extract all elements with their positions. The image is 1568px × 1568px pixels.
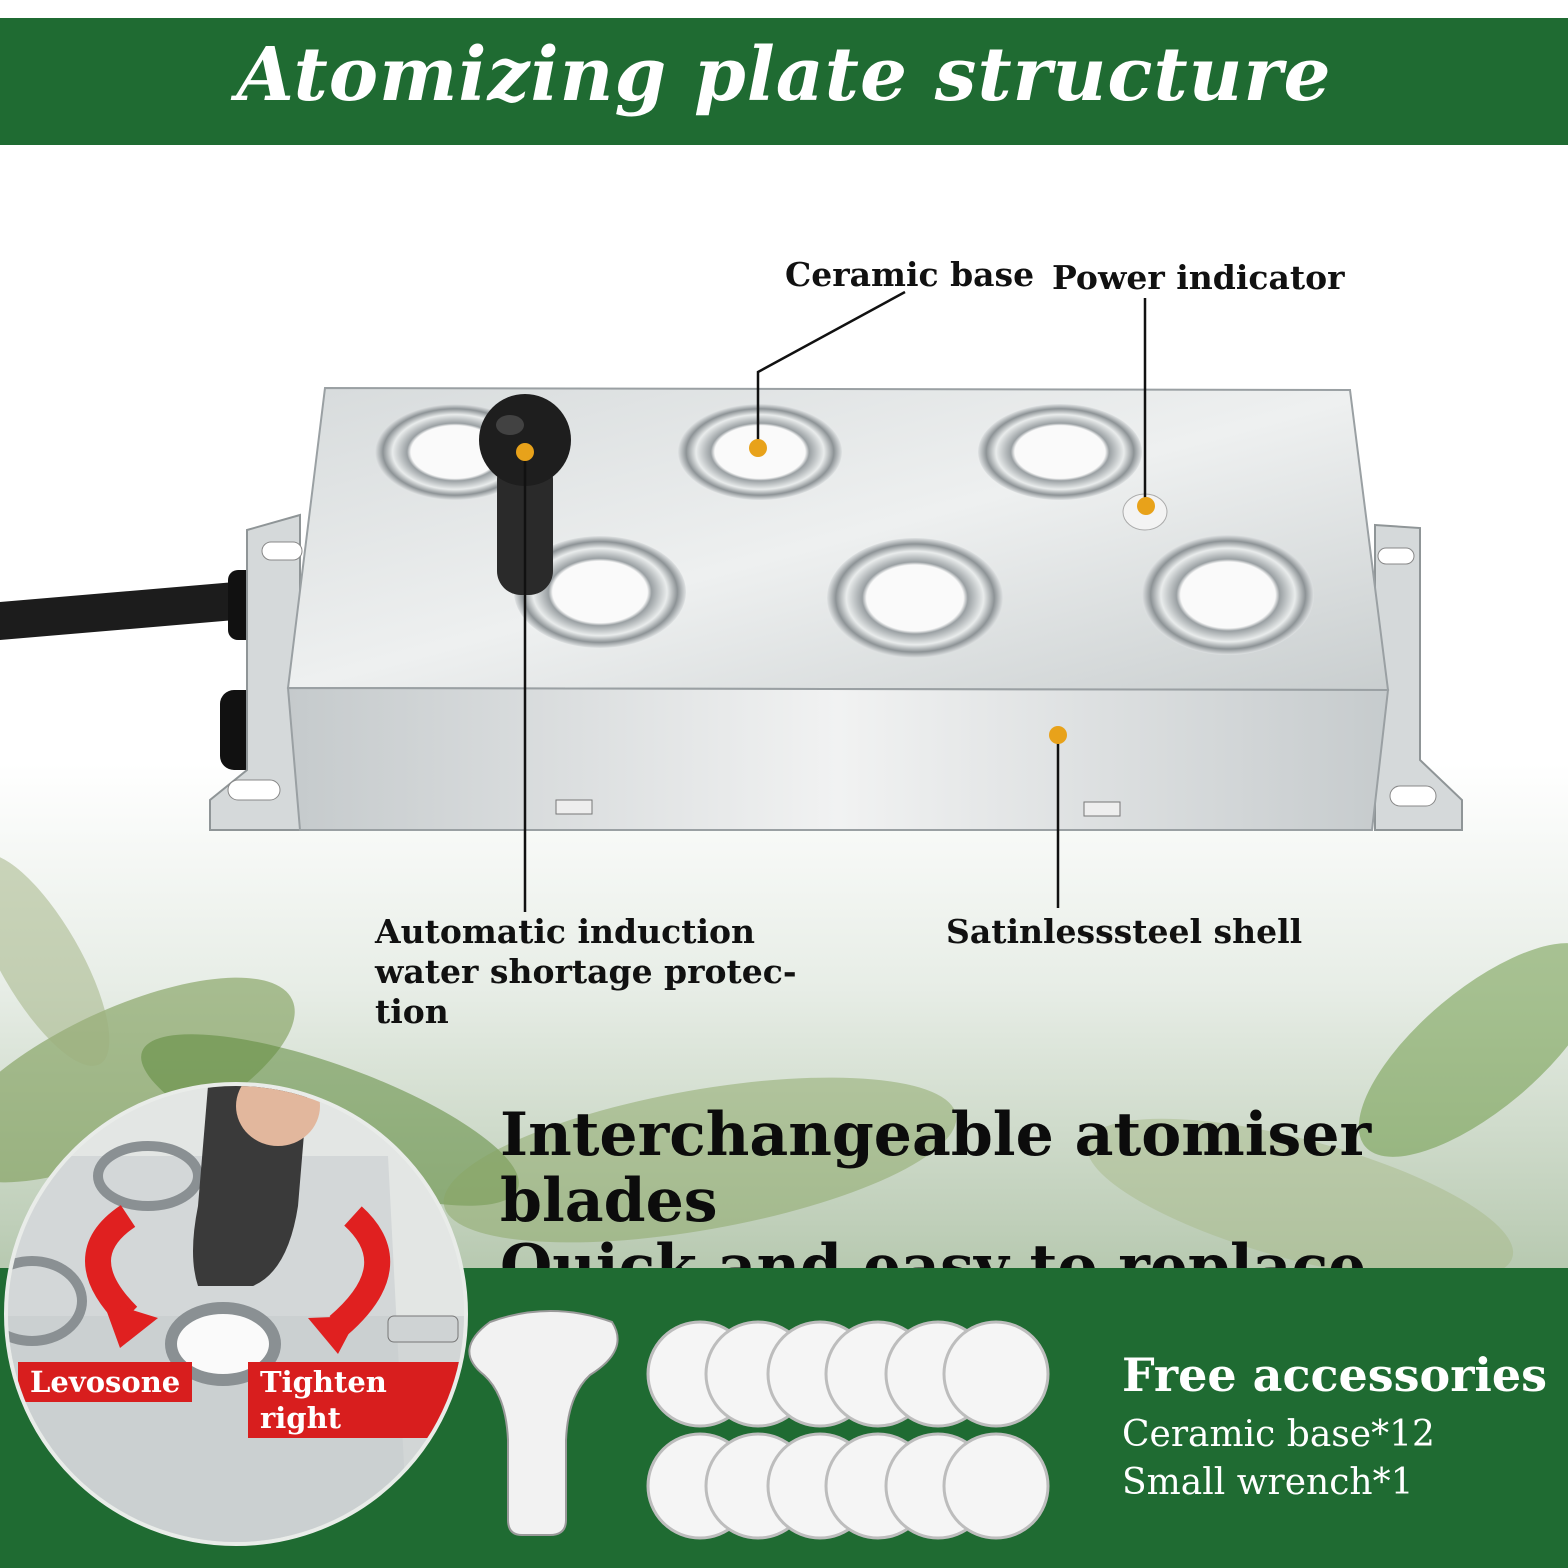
tag-tighten-right: Tighten right (248, 1362, 464, 1438)
flange-hole (261, 541, 303, 561)
tag-levosone: Levosone (18, 1362, 193, 1402)
leaf (1086, 1118, 1514, 1270)
title-banner (0, 18, 1568, 145)
product-illustration (0, 145, 1568, 1270)
flange-hole (1389, 785, 1437, 807)
label-shell: Satinlesssteel shell (946, 912, 1303, 951)
left-flange (209, 513, 301, 831)
red-curved-arrow-left-icon (85, 1205, 138, 1326)
flange-hole (227, 779, 281, 801)
product-scene (0, 145, 1568, 1270)
headline-line-1: Interchangeable atomiser blades (500, 1100, 1372, 1236)
inset-ring (93, 1141, 203, 1211)
label-auto-induction-3: tion (375, 992, 449, 1031)
inset-illustration (8, 1086, 464, 1542)
marker-power-indicator (1137, 497, 1155, 515)
page-title: Atomizing plate structure (236, 32, 1332, 118)
inset-bracket (387, 1315, 459, 1343)
marker-ceramic-base (749, 439, 767, 457)
atomizer-ring (978, 404, 1142, 500)
power-cable (0, 582, 235, 640)
atomizer-ring (514, 536, 686, 648)
atomizer-ring (827, 538, 1003, 658)
accessories-illustration (468, 1310, 1050, 1540)
inset-ring (8, 1256, 87, 1346)
atomizer-ring (1142, 535, 1314, 655)
vent-slot (1083, 801, 1121, 817)
leaf (0, 977, 295, 1183)
leader-ceramic-base (756, 290, 906, 448)
accessory-item: Small wrench*1 (1122, 1462, 1414, 1503)
ceramic-discs (646, 1320, 1050, 1540)
label-auto-induction-2: water shortage protec- (375, 952, 797, 991)
accessories-title: Free accessories (1122, 1348, 1548, 1402)
label-ceramic-base: Ceramic base (785, 255, 1035, 294)
leaf (0, 854, 110, 1066)
flange-hole (1377, 547, 1415, 565)
label-power-indicator: Power indicator (1052, 258, 1345, 297)
finger-icon (236, 1086, 320, 1146)
ceramic-disc-icon (942, 1432, 1050, 1540)
leaf (1358, 943, 1568, 1157)
leaf (443, 1077, 957, 1243)
label-auto-induction-1: Automatic induction (375, 912, 755, 951)
ceramic-disc-icon (942, 1320, 1050, 1428)
marker-water-sensor (516, 443, 534, 461)
replacement-inset: Levosone Tighten right (4, 1082, 468, 1546)
small-wrench-icon (468, 1310, 619, 1536)
box-front (286, 686, 1390, 831)
right-flange (1374, 523, 1463, 831)
red-curved-arrow-right-icon (329, 1206, 391, 1336)
accessory-item: Ceramic base*12 (1122, 1414, 1435, 1455)
marker-shell (1049, 726, 1067, 744)
vent-slot (555, 799, 593, 815)
